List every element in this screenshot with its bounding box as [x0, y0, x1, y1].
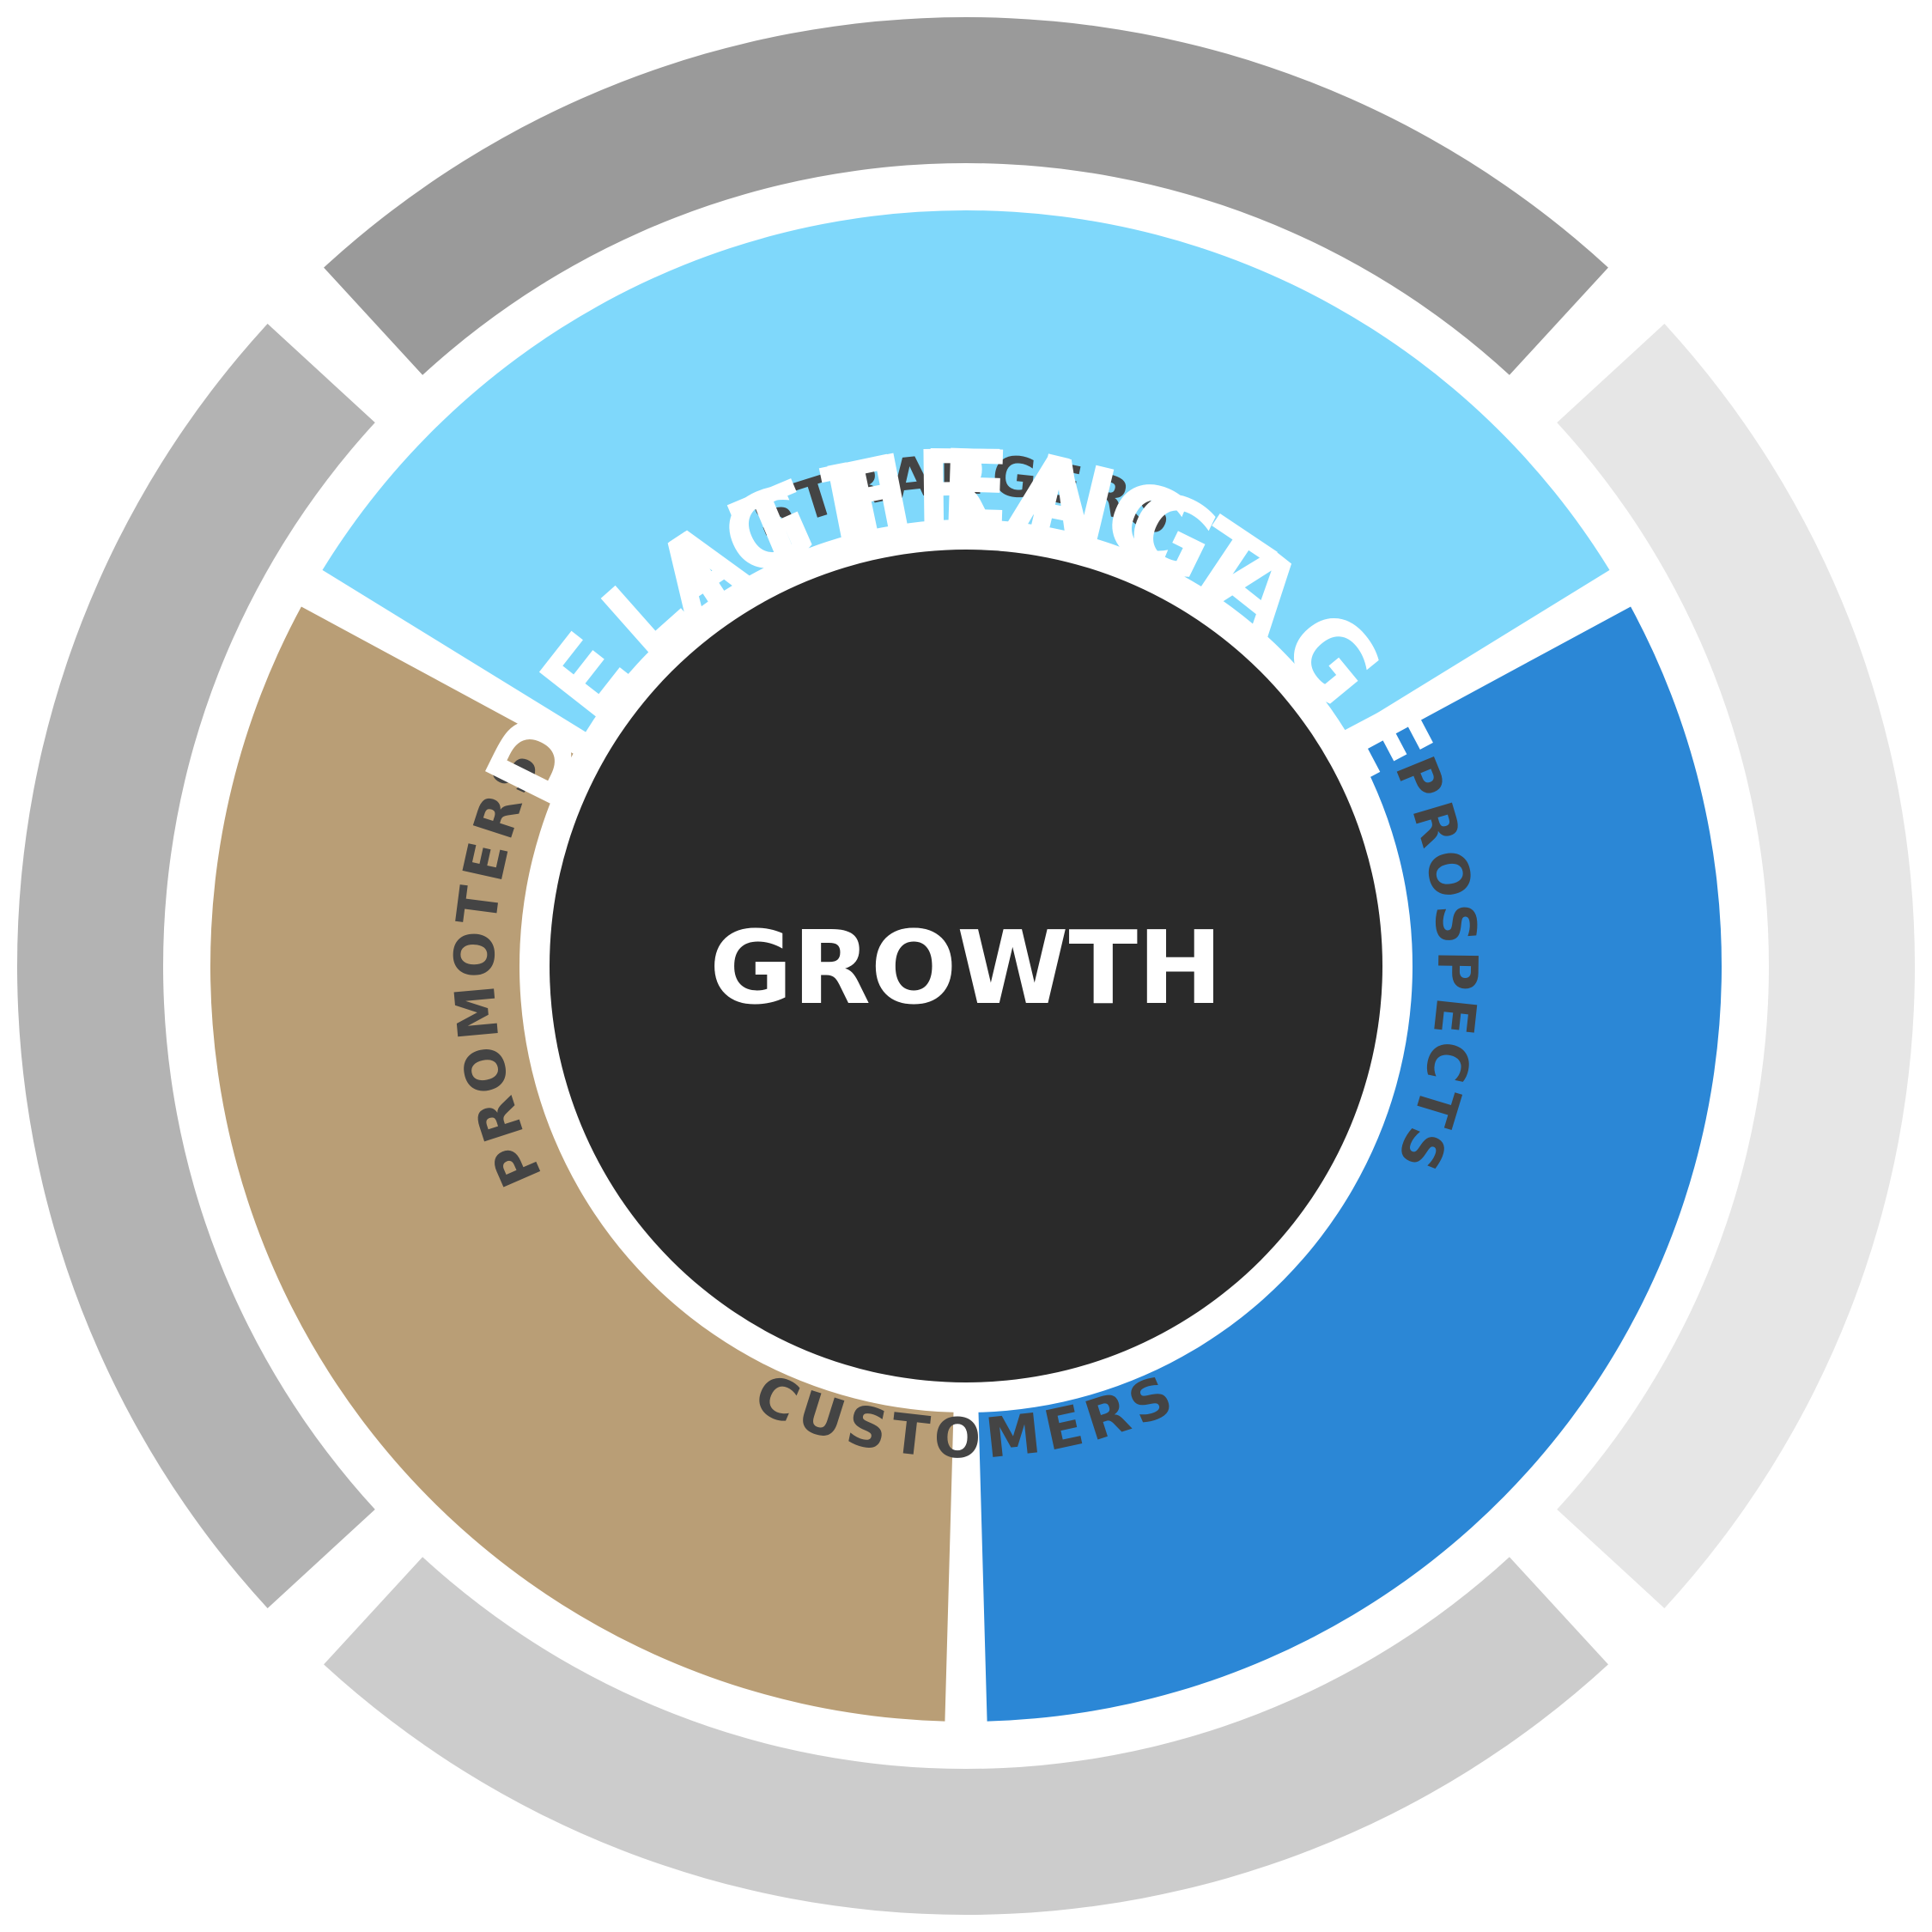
stage-promoters-segment [16, 324, 375, 1608]
stage-ring [16, 16, 1915, 1915]
phase-ring [210, 210, 1722, 1722]
stage-customers-segment [324, 1557, 1608, 1915]
phase-engage-segment [978, 606, 1722, 1722]
growth-hub [550, 550, 1382, 1382]
growth-label: GROWTH [709, 908, 1222, 1027]
stage-prospects-segment [1557, 324, 1915, 1608]
phase-attract-segment [322, 210, 1610, 732]
phase-delight-segment [210, 606, 954, 1722]
stage-strangers-segment [324, 16, 1608, 375]
